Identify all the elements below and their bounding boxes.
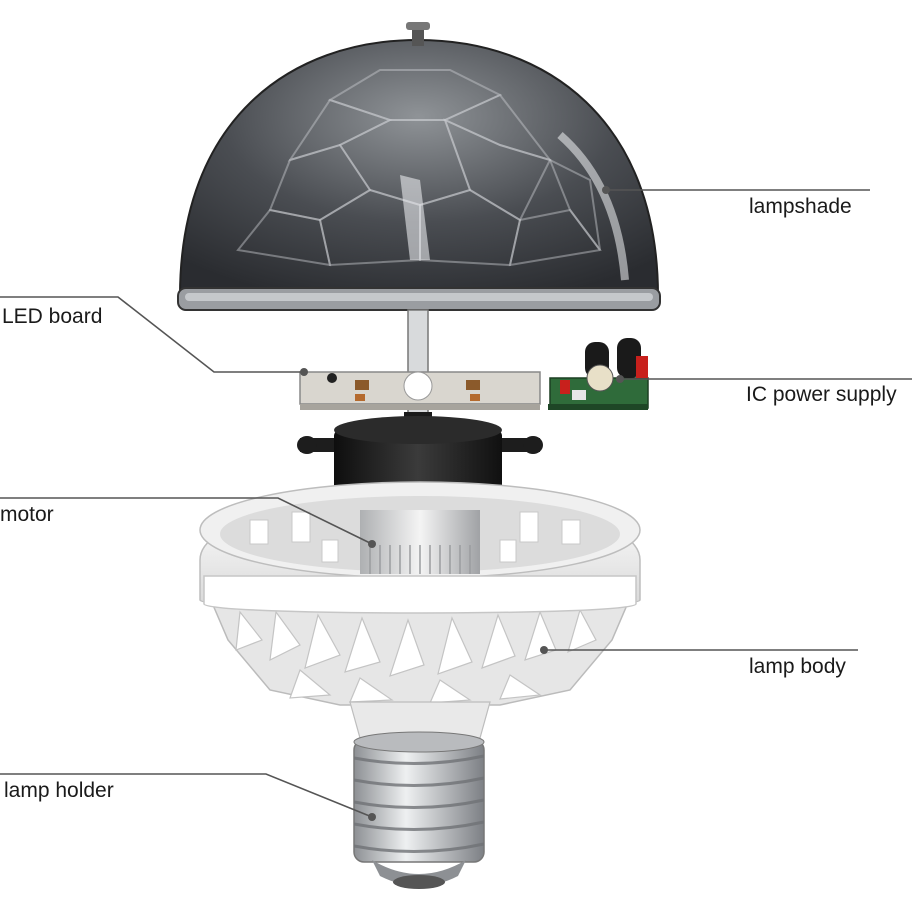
leader-dot-lampshade — [602, 186, 610, 194]
leader-dot-lamp-holder — [368, 813, 376, 821]
leader-dot-led-board — [300, 368, 308, 376]
leader-dot-lamp-body — [540, 646, 548, 654]
leader-dot-motor — [368, 540, 376, 548]
label-lampshade: lampshade — [749, 195, 852, 218]
leader-line-led-board — [0, 296, 304, 373]
label-led-board: LED board — [2, 305, 103, 328]
leader-line-motor — [0, 497, 373, 545]
ic-power-supply — [548, 338, 649, 410]
label-motor: motor — [0, 503, 54, 526]
label-lamp-body: lamp body — [749, 655, 846, 678]
lamp-body — [199, 481, 641, 739]
leader-lines — [0, 189, 912, 818]
label-lamp-holder: lamp holder — [4, 779, 114, 802]
lampshade-dome — [177, 22, 661, 311]
leader-dot-ic-power-supply — [616, 375, 624, 383]
leader-line-lamp-holder — [0, 773, 373, 818]
lamp-holder — [353, 731, 485, 889]
label-ic-power-supply: IC power supply — [746, 383, 897, 406]
led-board — [299, 371, 541, 410]
leader-dots — [300, 186, 624, 821]
